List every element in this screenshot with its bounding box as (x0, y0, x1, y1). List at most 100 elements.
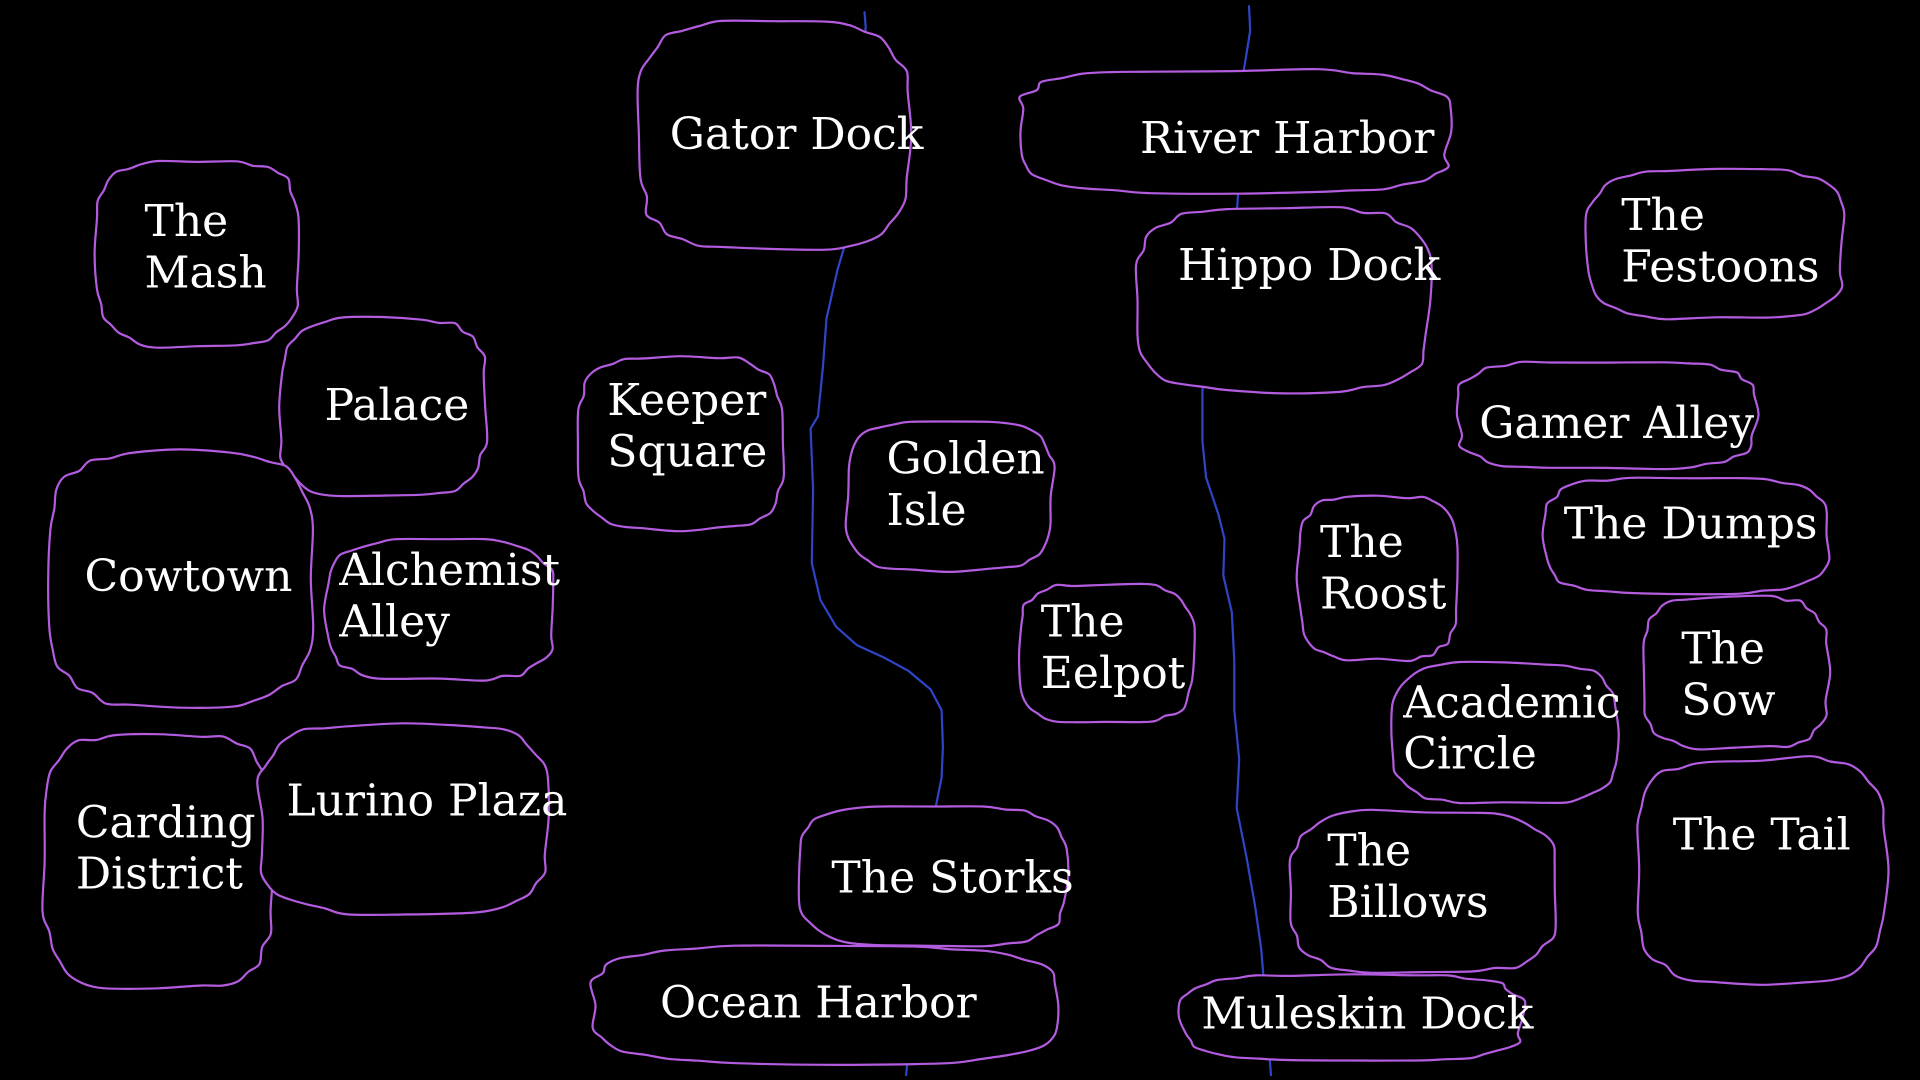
district-outline (797, 805, 1070, 948)
district-label-line: Gamer Alley (1479, 398, 1754, 449)
district-label: Hippo Dock (1178, 240, 1441, 291)
district-cowtown[interactable]: Cowtown (47, 448, 315, 709)
district-outline (636, 19, 913, 251)
district-outline (589, 944, 1060, 1066)
district-outline (1177, 973, 1527, 1062)
district-label-line: Square (607, 426, 767, 477)
district-palace[interactable]: Palace (278, 315, 489, 498)
district-label-line: Alley (338, 596, 450, 647)
district-label-line: Lurino Plaza (287, 775, 568, 826)
district-outline (93, 159, 301, 349)
district-lurino-plaza[interactable]: Lurino Plaza (256, 722, 568, 917)
district-label-line: Roost (1320, 568, 1447, 619)
district-label: The Dumps (1564, 498, 1818, 549)
district-label-line: Ocean Harbor (660, 977, 978, 1028)
district-outline (576, 355, 786, 533)
district-label-line: District (76, 848, 243, 899)
district-label: Gamer Alley (1479, 398, 1754, 449)
district-outline (1017, 582, 1196, 724)
district-label-line: Muleskin Dock (1201, 988, 1534, 1039)
district-label: The Tail (1673, 809, 1851, 860)
district-label-line: Billows (1327, 876, 1488, 927)
district-label-line: Sow (1681, 674, 1776, 725)
district-outline (1642, 594, 1832, 751)
district-label-line: The Tail (1673, 809, 1851, 860)
district-label: Ocean Harbor (660, 977, 978, 1028)
district-outline (278, 315, 489, 498)
district-outline (1288, 808, 1557, 974)
district-outline (1018, 68, 1453, 195)
district-label-line: The Dumps (1564, 498, 1818, 549)
district-outline (1636, 755, 1890, 986)
district-hippo-dock[interactable]: Hippo Dock (1134, 205, 1441, 395)
district-outline (323, 537, 555, 682)
district-label-line: The (1041, 596, 1125, 647)
district-the-dumps[interactable]: The Dumps (1541, 476, 1831, 596)
district-label: Cowtown (85, 551, 293, 602)
district-muleskin-dock[interactable]: Muleskin Dock (1177, 973, 1534, 1062)
district-label-line: Palace (325, 379, 470, 430)
district-label-line: River Harbor (1140, 112, 1435, 163)
district-label-line: Golden (887, 433, 1045, 484)
district-ocean-harbor[interactable]: Ocean Harbor (589, 944, 1060, 1066)
district-label-line: Alchemist (338, 545, 560, 596)
district-outline (1541, 476, 1831, 596)
district-label-line: Gator Dock (670, 109, 924, 160)
district-label: Lurino Plaza (287, 775, 568, 826)
district-the-tail[interactable]: The Tail (1636, 755, 1890, 986)
district-outline (1455, 360, 1760, 471)
district-label-line: Circle (1403, 728, 1537, 779)
district-gamer-alley[interactable]: Gamer Alley (1455, 360, 1760, 471)
district-label: Gator Dock (670, 109, 924, 160)
district-outline (1295, 494, 1459, 663)
district-label: Muleskin Dock (1201, 988, 1534, 1039)
district-outline (256, 722, 550, 917)
district-label-line: Eelpot (1041, 647, 1186, 698)
district-label-line: Cowtown (85, 551, 293, 602)
district-label-line: Mash (145, 247, 267, 298)
district-gator-dock[interactable]: Gator Dock (636, 19, 924, 251)
district-label-line: Festoons (1621, 241, 1819, 292)
district-outline (1134, 205, 1433, 395)
district-outline (844, 420, 1056, 574)
district-label-line: Academic (1402, 677, 1620, 728)
district-label-line: The (1681, 623, 1765, 674)
district-label-line: The (1327, 825, 1411, 876)
district-label: Palace (325, 379, 470, 430)
district-label-line: The (145, 196, 229, 247)
district-river-harbor[interactable]: River Harbor (1018, 68, 1453, 195)
district-label-line: Isle (887, 485, 967, 536)
district-label-line: Keeper (607, 374, 767, 425)
district-label: River Harbor (1140, 112, 1435, 163)
district-label-line: Carding (76, 797, 256, 848)
district-the-storks[interactable]: The Storks (797, 805, 1074, 948)
district-outline (47, 448, 315, 709)
district-outline (41, 732, 275, 990)
district-label-line: The (1320, 516, 1404, 567)
